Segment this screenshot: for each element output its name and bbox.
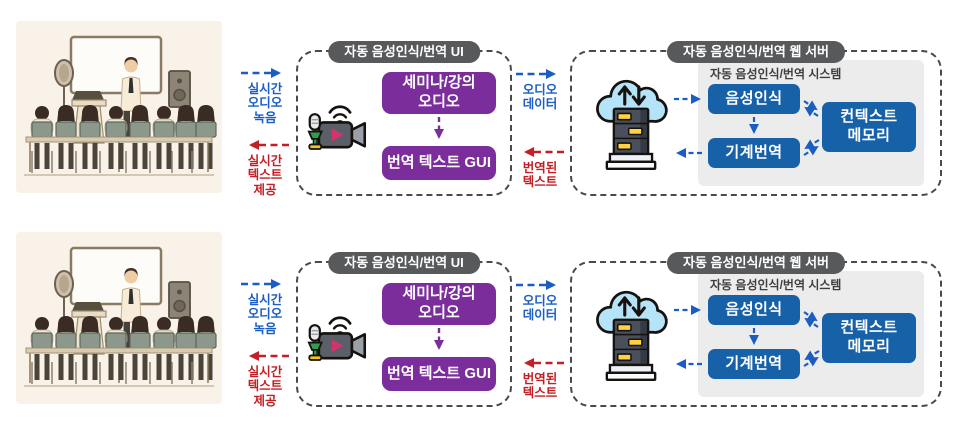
audio-record-arrow-right-icon	[241, 68, 281, 78]
machine-translation-node: 기계번역	[708, 138, 800, 168]
lecture-room-illustration	[16, 232, 222, 404]
translated-text-gui-box: 번역 텍스트 GUI	[382, 146, 496, 180]
system-box-label: 자동 음성인식/번역 시스템	[710, 67, 842, 81]
text-provide-arrow-left-icon	[249, 140, 289, 150]
translated-text-arrow-left-icon	[524, 147, 564, 157]
server-flow-arrows-icon	[674, 94, 820, 158]
seminar-audio-box: 세미나/강의 오디오	[382, 283, 496, 325]
video-camera-mic-icon	[307, 98, 373, 156]
realtime-audio-record-label: 실시간 오디오 녹음	[247, 293, 283, 336]
seminar-audio-box: 세미나/강의 오디오	[382, 72, 496, 114]
audio-data-arrow-right-icon	[516, 280, 556, 290]
translated-text-label: 번역된 텍스트	[522, 372, 558, 401]
server-link-column: 오디오 데이터 번역된 텍스트	[511, 50, 569, 192]
server-link-column: 오디오 데이터 번역된 텍스트	[511, 261, 569, 403]
machine-translation-node: 기계번역	[708, 349, 800, 379]
server-flow-arrows-icon	[674, 305, 820, 369]
translated-text-label: 번역된 텍스트	[522, 161, 558, 190]
server-panel-title: 자동 음성인식/번역 웹 서버	[666, 252, 846, 274]
asr-translation-system-box: 자동 음성인식/번역 시스템 음성인식 기계번역 컨텍스트 메모리	[698, 60, 924, 186]
realtime-text-provide-label: 실시간 텍스트 제공	[247, 365, 283, 408]
asr-translation-web-server-panel: 자동 음성인식/번역 웹 서버 자동 음성인식/번역 시스템 음성인식 기계번역…	[570, 41, 942, 196]
system-box-label: 자동 음성인식/번역 시스템	[710, 278, 842, 292]
audio-data-label: 오디오 데이터	[522, 294, 558, 323]
audio-to-gui-arrow-icon	[434, 117, 444, 139]
lecture-scene-icon	[16, 232, 222, 404]
audio-record-arrow-right-icon	[241, 279, 281, 289]
server-panel-title: 자동 음성인식/번역 웹 서버	[666, 41, 846, 63]
asr-translation-ui-panel: 자동 음성인식/번역 UI 세미나/강의 오디오 번역 텍스트 GUI	[296, 252, 512, 407]
audio-to-gui-arrow-icon	[434, 328, 444, 350]
context-memory-node: 컨텍스트 메모리	[822, 102, 916, 152]
lecture-scene-icon	[16, 21, 222, 193]
realtime-text-provide-label: 실시간 텍스트 제공	[247, 154, 283, 197]
context-memory-node: 컨텍스트 메모리	[822, 313, 916, 363]
asr-translation-web-server-panel: 자동 음성인식/번역 웹 서버 자동 음성인식/번역 시스템 음성인식 기계번역…	[570, 252, 942, 407]
capture-link-column: 실시간 오디오 녹음 실시간 텍스트 제공	[224, 21, 306, 197]
diagram-row-bottom: 실시간 오디오 녹음 실시간 텍스트 제공 자동 음성인식/번역 UI 세미나/…	[0, 218, 960, 418]
speech-recognition-node: 음성인식	[708, 295, 800, 325]
realtime-audio-record-label: 실시간 오디오 녹음	[247, 82, 283, 125]
asr-translation-system-box: 자동 음성인식/번역 시스템 음성인식 기계번역 컨텍스트 메모리	[698, 271, 924, 397]
speech-recognition-node: 음성인식	[708, 84, 800, 114]
audio-data-label: 오디오 데이터	[522, 83, 558, 112]
audio-data-arrow-right-icon	[516, 69, 556, 79]
diagram-row-top: 실시간 오디오 녹음 실시간 텍스트 제공 자동 음성인식/번역 UI 세미나/…	[0, 7, 960, 207]
lecture-room-illustration	[16, 21, 222, 193]
translated-text-gui-box: 번역 텍스트 GUI	[382, 357, 496, 391]
capture-link-column: 실시간 오디오 녹음 실시간 텍스트 제공	[224, 232, 306, 408]
ui-panel-title: 자동 음성인식/번역 UI	[328, 252, 480, 274]
video-camera-mic-icon	[307, 309, 373, 367]
asr-translation-ui-panel: 자동 음성인식/번역 UI 세미나/강의 오디오 번역 텍스트 GUI	[296, 41, 512, 196]
text-provide-arrow-left-icon	[249, 351, 289, 361]
ui-panel-title: 자동 음성인식/번역 UI	[328, 41, 480, 63]
translated-text-arrow-left-icon	[524, 358, 564, 368]
